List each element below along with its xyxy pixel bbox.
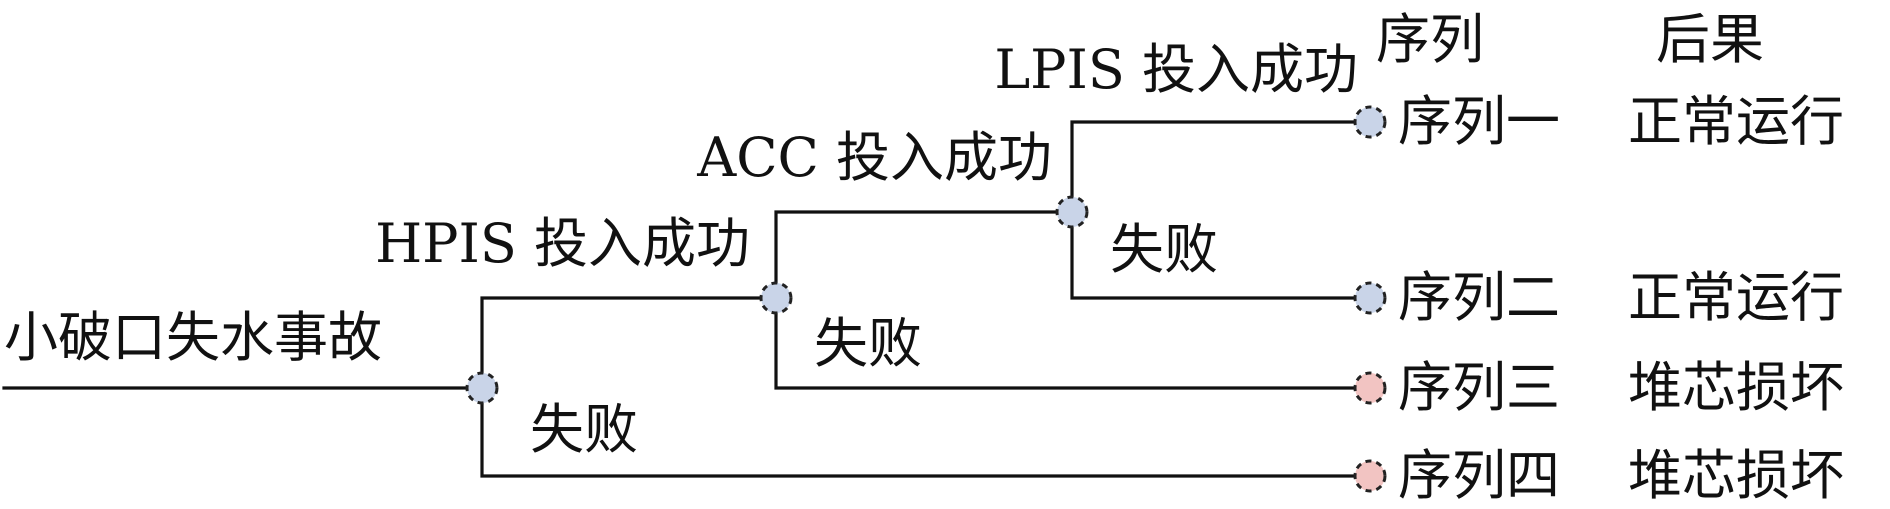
sequence-4-name: 序列四 bbox=[1398, 444, 1560, 507]
initiating-event-label: 小破口失水事故 bbox=[4, 306, 382, 369]
lpis-success-edge bbox=[1070, 120, 1372, 214]
acc-branch-node bbox=[759, 281, 793, 315]
hpis-success-label: HPIS 投入成功 bbox=[375, 212, 750, 275]
lpis-success-label: LPIS 投入成功 bbox=[994, 38, 1358, 101]
sequence-1-outcome: 正常运行 bbox=[1628, 90, 1844, 153]
acc-success-edge bbox=[774, 210, 1074, 300]
acc-fail-label: 失败 bbox=[814, 312, 922, 375]
acc-fail-edge bbox=[774, 296, 1372, 390]
hpis-fail-edge bbox=[480, 386, 1372, 478]
hpis-fail-label: 失败 bbox=[530, 398, 638, 461]
header-outcome: 后果 bbox=[1656, 8, 1764, 71]
acc-success-label: ACC 投入成功 bbox=[696, 126, 1052, 189]
hpis-success-edge bbox=[480, 296, 778, 390]
sequence-3-end-node bbox=[1353, 371, 1387, 405]
sequence-2-outcome: 正常运行 bbox=[1628, 266, 1844, 329]
sequence-1-end-node bbox=[1353, 105, 1387, 139]
sequence-2-name: 序列二 bbox=[1398, 266, 1560, 329]
lpis-fail-label: 失败 bbox=[1110, 218, 1218, 281]
sequence-2-end-node bbox=[1353, 281, 1387, 315]
lpis-fail-edge bbox=[1070, 210, 1372, 300]
sequence-3-outcome: 堆芯损坏 bbox=[1628, 356, 1844, 419]
header-sequence: 序列 bbox=[1376, 8, 1484, 71]
sequence-1-name: 序列一 bbox=[1398, 90, 1560, 153]
sequence-4-end-node bbox=[1353, 459, 1387, 493]
sequence-3-name: 序列三 bbox=[1398, 356, 1560, 419]
sequence-4-outcome: 堆芯损坏 bbox=[1628, 444, 1844, 507]
lpis-branch-node bbox=[1055, 195, 1089, 229]
hpis-branch-node bbox=[465, 371, 499, 405]
